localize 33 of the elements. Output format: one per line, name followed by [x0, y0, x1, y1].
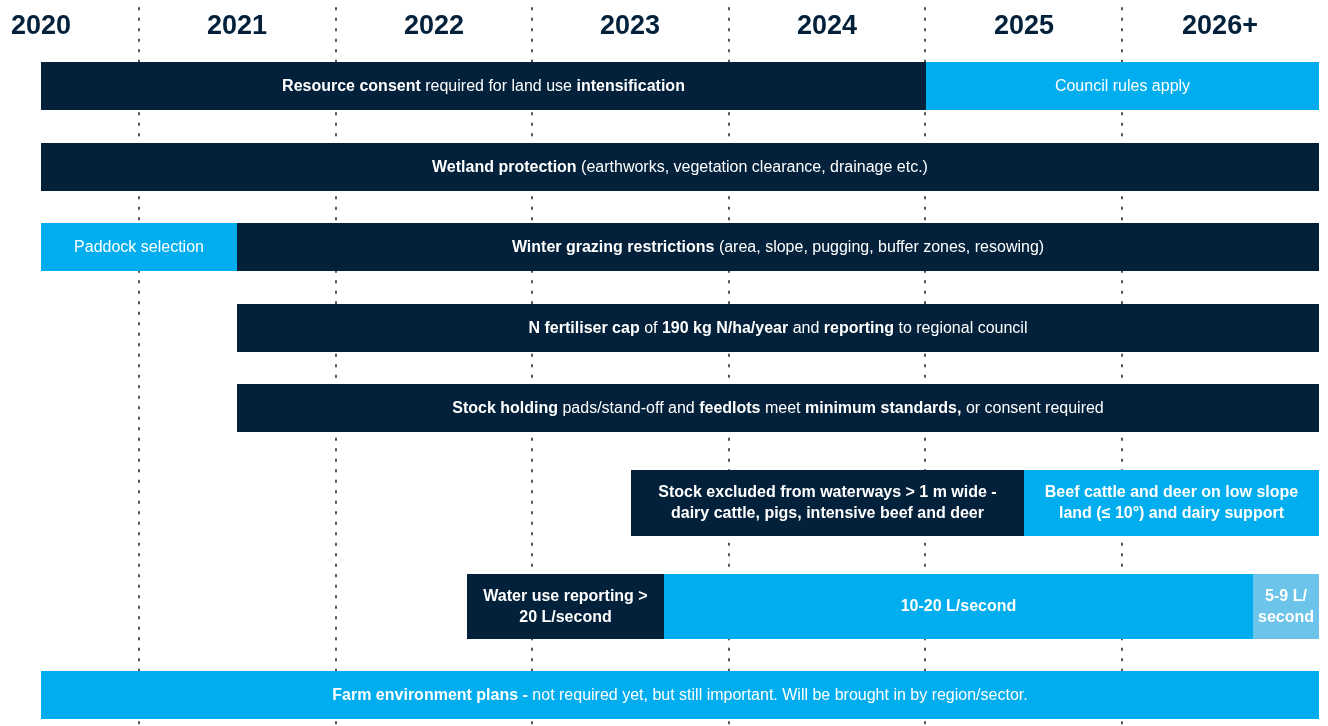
- timeline-bar: [41, 62, 926, 110]
- bar-text: Water use reporting > 20 L/second: [482, 585, 649, 627]
- timeline-bar: [237, 223, 1319, 271]
- year-label: 2024: [795, 10, 859, 41]
- timeline-bar: [41, 143, 1319, 191]
- bar-text: Council rules apply: [1054, 75, 1191, 96]
- bar-text: Wetland protection (earthworks, vegetation clearance, drainage etc.): [432, 156, 928, 177]
- year-label: 2022: [402, 10, 466, 41]
- bar-text: Stock holding pads/stand-off and feedlots meet minimum standards, or consent required: [452, 397, 1104, 418]
- bar-text: N fertiliser cap of 190 kg N/ha/year and reporting to regional council: [528, 317, 1028, 338]
- bar-text: Winter grazing restrictions (area, slope, pugging, buffer zones, resowing): [511, 236, 1045, 257]
- bar-text: Resource consent required for land use intensification: [282, 75, 685, 96]
- timeline-bar: [237, 304, 1319, 352]
- timeline-bar: [467, 574, 664, 639]
- year-label: 2023: [598, 10, 662, 41]
- timeline-bar: [41, 223, 237, 271]
- timeline-bar: [631, 470, 1024, 536]
- timeline-bar: [41, 671, 1319, 719]
- timeline-bar: [926, 62, 1319, 110]
- bar-text: Stock excluded from waterways > 1 m wide - dairy cattle, pigs, intensive beef and deer: [657, 482, 998, 523]
- year-label: 2025: [992, 10, 1056, 41]
- timeline-bar: [1024, 470, 1319, 536]
- year-label: 2021: [205, 10, 269, 41]
- bar-text: Beef cattle and deer on low slope land (≤ 10°) and dairy support: [1043, 482, 1300, 523]
- bar-text: Farm environment plans - not required yet, but still important. Will be brought in by region/sector.: [332, 684, 1028, 705]
- bar-text: 5-9 L/ second: [1257, 585, 1315, 627]
- bar-text: 10-20 L/second: [900, 596, 1017, 617]
- year-label: 2020: [9, 10, 73, 41]
- year-label: 2026+: [1181, 10, 1259, 41]
- timeline-bar: [1253, 574, 1319, 639]
- timeline-bar: [664, 574, 1253, 639]
- timeline-bar: [237, 384, 1319, 432]
- bar-text: Paddock selection: [74, 236, 204, 257]
